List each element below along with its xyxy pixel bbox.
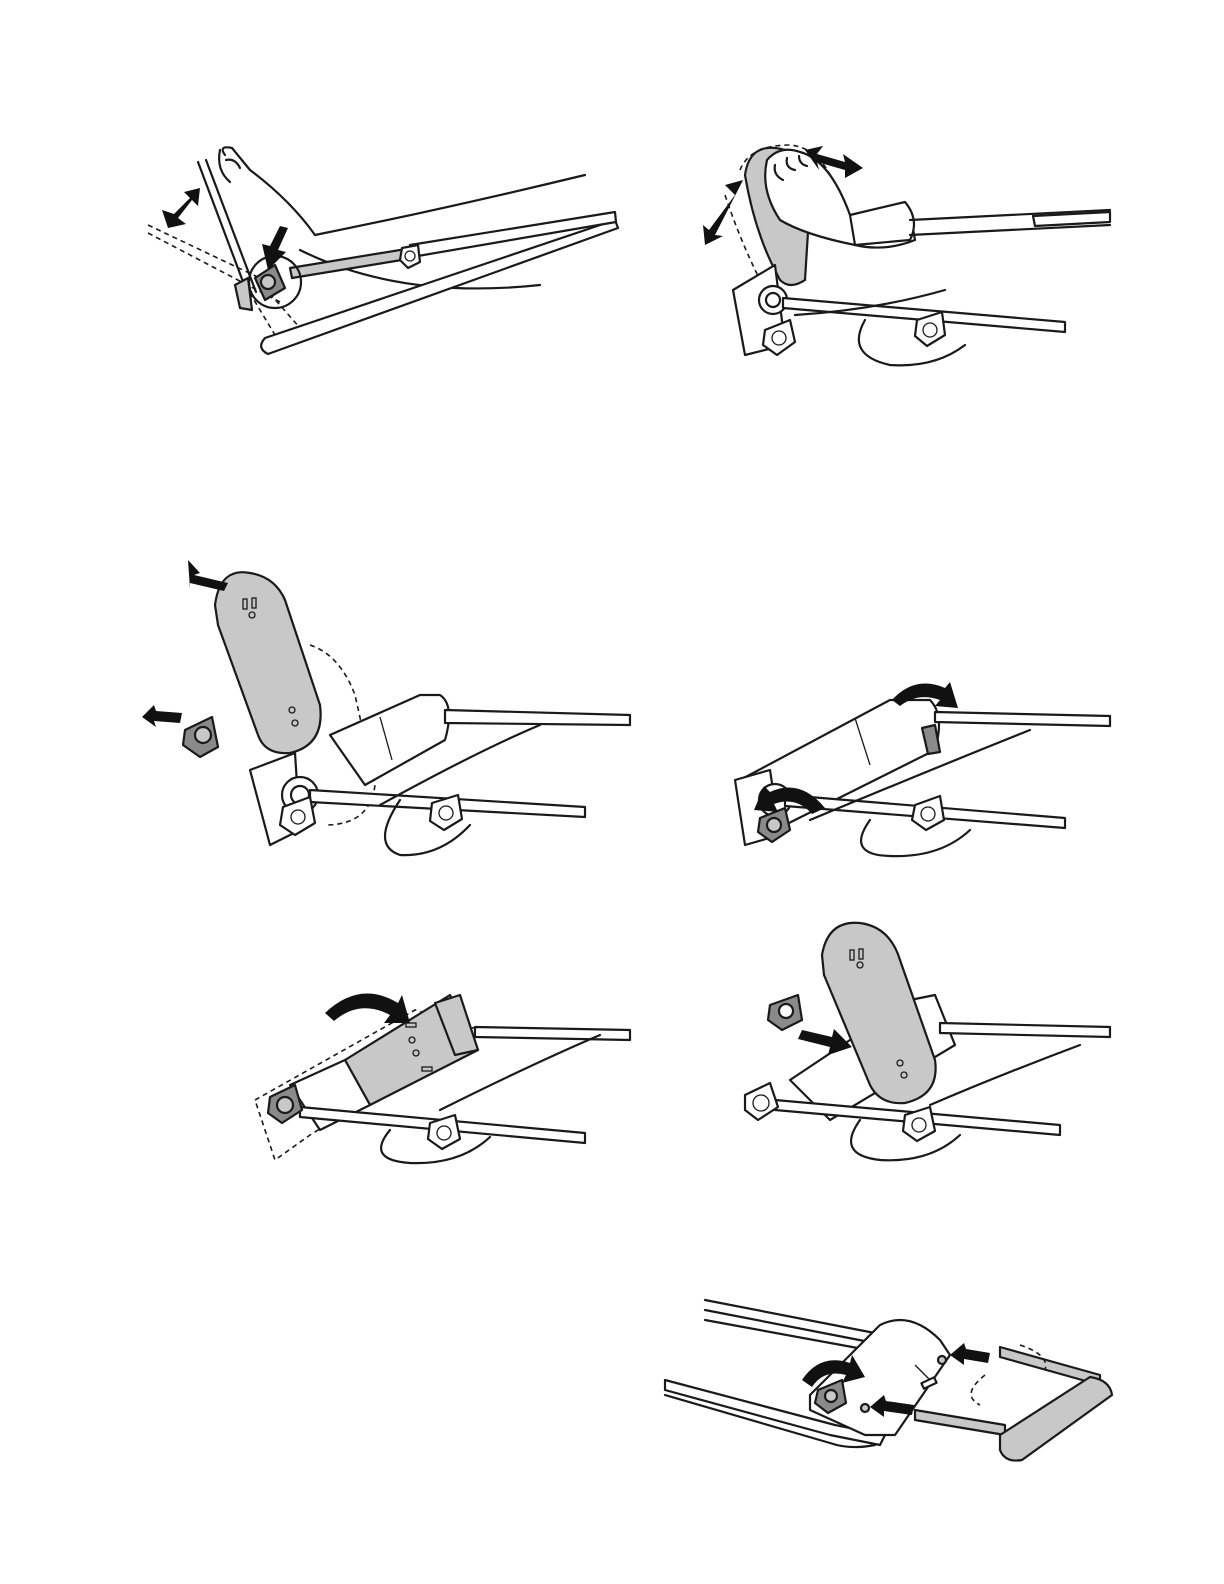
- rotate-housing-arrow: [325, 994, 410, 1023]
- remove-knob-arrow: [142, 705, 182, 727]
- illustration-attach-handle-bar: [660, 1285, 1115, 1470]
- remove-pedal-arrow: [188, 560, 228, 591]
- press-arrow: [262, 226, 288, 270]
- tilt-arrow: [162, 188, 200, 228]
- illustration-remove-pedal-knob: [140, 545, 640, 855]
- illustration-install-pedal-knob: [740, 915, 1115, 1175]
- illustration-rotate-housing: [250, 985, 635, 1165]
- illustration-foot-pedal-adjust: [140, 140, 630, 380]
- handle-bar: [1000, 1377, 1112, 1461]
- pedal-plate: [215, 572, 321, 753]
- insert-arrow-top: [950, 1343, 990, 1365]
- rock-arrow-left: [703, 180, 743, 245]
- illustration-rotate-knobs: [730, 670, 1115, 860]
- illustration-foot-pedal-pivot: [695, 140, 1115, 370]
